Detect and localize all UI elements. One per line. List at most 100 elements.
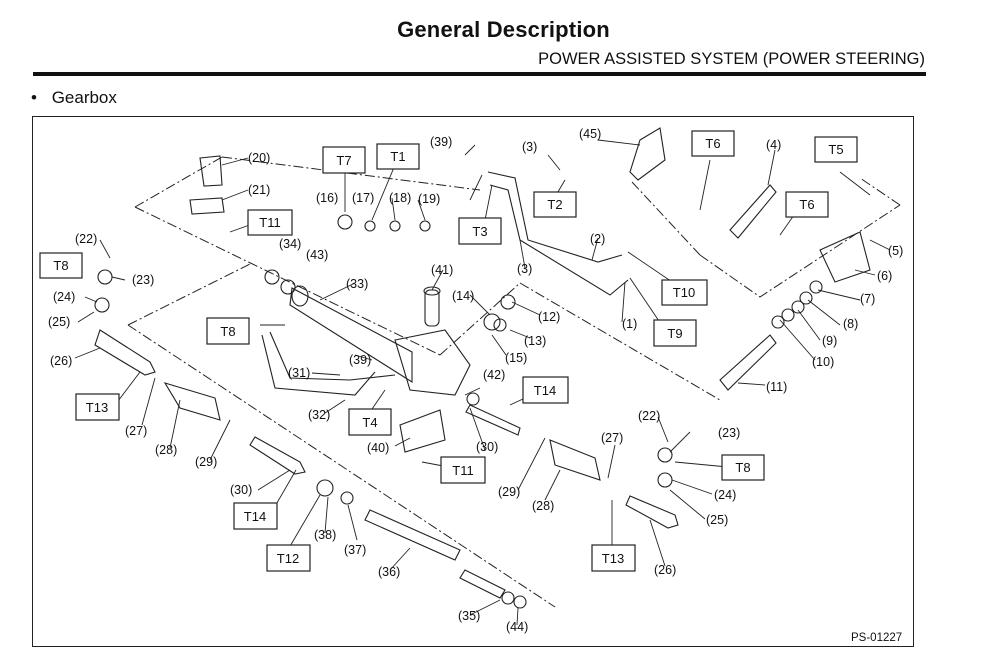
part-label-29a: (29) (195, 455, 217, 469)
torque-label-t13a: T13 (86, 400, 108, 415)
inner-rod-right-art (465, 404, 521, 436)
clamp-20-art (199, 155, 223, 187)
part-label-28a: (28) (155, 443, 177, 457)
assembly-boundary (127, 156, 901, 608)
inner-rod-left-art (249, 436, 306, 475)
part-label-12: (12) (538, 310, 560, 324)
part-labels: (1) (2) (3) (3) (4) (5) (6) (7) (8) (9) … (48, 127, 903, 634)
part-label-5: (5) (888, 244, 903, 258)
part-label-34: (34) (279, 237, 301, 251)
torque-label-t8b: T8 (53, 258, 68, 273)
valve-housing-art (819, 231, 871, 283)
torque-labels: T1 T2 T3 T4 T5 T6 T6 T7 T8 T8 T8 T9 T10 … (53, 136, 843, 566)
boot-left-art (163, 382, 221, 421)
part-label-24b: (24) (714, 488, 736, 502)
bullet: • (31, 88, 37, 107)
part-label-24a: (24) (53, 290, 75, 304)
pinion-art (719, 334, 777, 391)
ring-7-art (809, 280, 823, 294)
part-label-22a: (22) (75, 232, 97, 246)
part-label-19: (19) (418, 192, 440, 206)
tie-rod-end-right-art (625, 495, 679, 529)
part-label-30b: (30) (476, 440, 498, 454)
part-label-25b: (25) (706, 513, 728, 527)
part-14-art (483, 313, 501, 331)
rack-bar-art (364, 509, 461, 561)
leader-lines (74, 139, 891, 626)
torque-label-t11a: T11 (259, 215, 280, 230)
part-label-37: (37) (344, 543, 366, 557)
bush-38-art (316, 479, 334, 497)
part-label-6: (6) (877, 269, 892, 283)
torque-label-t3: T3 (472, 224, 487, 239)
torque-label-t7: T7 (336, 153, 351, 168)
rack-end-art (459, 569, 506, 599)
part-label-29b: (29) (498, 485, 520, 499)
torque-label-t8c: T8 (735, 460, 750, 475)
clamp-21-art (189, 197, 225, 215)
part-18-art (389, 220, 401, 232)
part-label-35: (35) (458, 609, 480, 623)
part-label-23a: (23) (132, 273, 154, 287)
part-label-21: (21) (248, 183, 270, 197)
torque-label-t14b: T14 (534, 383, 556, 398)
part-label-39b: (39) (349, 353, 371, 367)
part-label-30a: (30) (230, 483, 252, 497)
section-heading: • Gearbox (31, 88, 117, 108)
figure-code: PS-01227 (851, 632, 902, 644)
part-label-42: (42) (483, 368, 505, 382)
torque-boxes (39, 130, 858, 572)
nut-right-art (657, 472, 673, 488)
part-label-40: (40) (367, 441, 389, 455)
part-label-20: (20) (248, 151, 270, 165)
part-label-4: (4) (766, 138, 781, 152)
part-label-45: (45) (579, 127, 601, 141)
seal-10a-art (771, 315, 785, 329)
torque-label-t1: T1 (390, 149, 405, 164)
torque-label-t6b: T6 (799, 197, 814, 212)
part-label-14: (14) (452, 289, 474, 303)
part-label-26a: (26) (50, 354, 72, 368)
rack-housing-art (289, 285, 471, 396)
torque-label-t2: T2 (547, 197, 562, 212)
part-16-art (337, 214, 353, 230)
part-17-art (364, 220, 376, 232)
nut-left-art (94, 297, 110, 313)
torque-label-t13b: T13 (602, 551, 624, 566)
part-label-7: (7) (860, 292, 875, 306)
part-label-23b: (23) (718, 426, 740, 440)
torque-label-t6a: T6 (705, 136, 720, 151)
part-42-art (466, 392, 480, 406)
part-13-art (493, 318, 507, 332)
section-title: Gearbox (51, 88, 117, 107)
part-label-8: (8) (843, 317, 858, 331)
oring-35-art (501, 591, 515, 605)
torque-label-t4: T4 (362, 415, 377, 430)
part-label-31: (31) (288, 366, 310, 380)
tie-rod-end-left-art (94, 329, 156, 376)
part-label-13: (13) (524, 334, 546, 348)
washer-right-art (657, 447, 673, 463)
part-label-44: (44) (506, 620, 528, 634)
torque-label-t11b: T11 (452, 463, 473, 478)
part-label-3a: (3) (522, 140, 537, 154)
torque-label-t12: T12 (277, 551, 299, 566)
torque-label-t10: T10 (673, 285, 695, 300)
page-title: General Description (397, 17, 610, 42)
part-label-2: (2) (590, 232, 605, 246)
clip-44-art (513, 595, 527, 609)
page-subtitle: POWER ASSISTED SYSTEM (POWER STEERING) (538, 50, 925, 68)
torque-label-t8a: T8 (220, 324, 235, 339)
part-label-1: (1) (622, 317, 637, 331)
part-label-39a: (39) (430, 135, 452, 149)
part-label-36: (36) (378, 565, 400, 579)
part-label-27b: (27) (601, 431, 623, 445)
universal-joint-art (629, 127, 666, 181)
washer-left-art (97, 269, 113, 285)
diagram-frame (32, 116, 914, 647)
diagram-artwork (94, 127, 901, 609)
part-label-11: (11) (766, 380, 787, 394)
torque-label-t9: T9 (667, 326, 682, 341)
part-label-33: (33) (346, 277, 368, 291)
ring-37-art (340, 491, 354, 505)
